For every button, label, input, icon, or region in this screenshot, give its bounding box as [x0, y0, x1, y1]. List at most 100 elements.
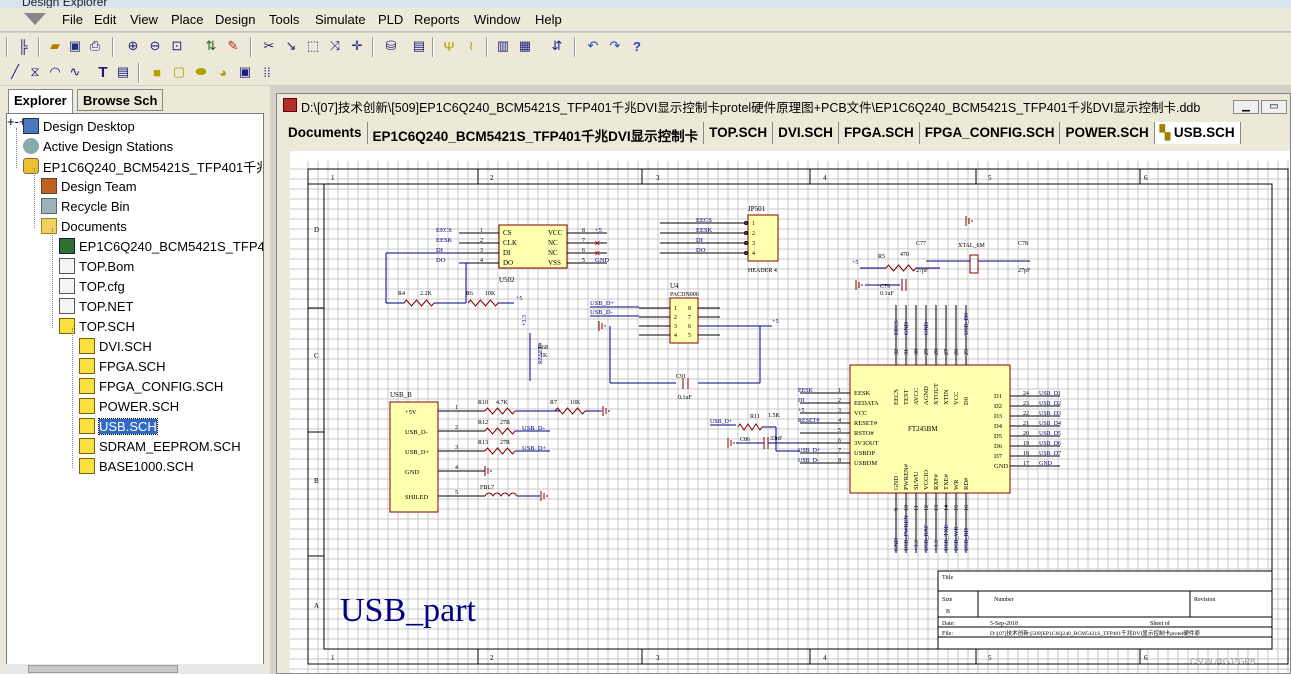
minimize-button[interactable]: ▁ [1233, 100, 1259, 114]
tree-item-active-design-stations[interactable]: Active Design Stations [23, 137, 173, 155]
tree-item-top-sch[interactable]: TOP.SCH [59, 317, 135, 335]
rectangle-tool-icon[interactable]: ■ [153, 64, 161, 80]
help-icon[interactable]: ? [633, 38, 641, 54]
menu-reports[interactable]: Reports [414, 12, 460, 27]
up-down-hierarchy-icon[interactable]: ⇅ [205, 38, 217, 53]
tree-item-top-bom[interactable]: TOP.Bom [59, 257, 134, 275]
schematic-sheet[interactable]: 112233445566DCBACS1EECSCLK2EESKDI3DIDO4D… [290, 151, 1290, 673]
pin-number: 24 [1023, 391, 1029, 397]
pie-tool-icon[interactable]: ◕ [219, 64, 227, 80]
cut-icon[interactable]: ✂ [263, 38, 275, 53]
tree-hscrollbar[interactable] [6, 664, 264, 674]
c91-val: 0.1uF [678, 395, 693, 401]
pin-number: 5 [838, 428, 841, 434]
menu-tools[interactable]: Tools [269, 12, 300, 27]
tab-documents[interactable]: Documents [283, 122, 368, 144]
tab-fpga-sch[interactable]: FPGA.SCH [839, 122, 920, 144]
library-icon[interactable]: ▥ [496, 38, 510, 53]
pin-number: 17 [1023, 461, 1029, 467]
document-title-bar: D:\[07]技术创新\[509]EP1C6Q240_BCM5421S_TFP4… [277, 94, 1290, 118]
pin-number: 20 [1023, 431, 1029, 437]
paste-icon[interactable]: ↘ [285, 38, 297, 53]
expand-icon[interactable]: + [19, 114, 27, 129]
menu-view[interactable]: View [130, 12, 158, 27]
menu-window[interactable]: Window [474, 12, 521, 27]
tree-item-ep1c6q240-bcm5421s-tfp40[interactable]: EP1C6Q240_BCM5421S_TFP40 [59, 237, 263, 255]
sort-icon[interactable]: ⇵ [551, 38, 563, 53]
tree-item-documents[interactable]: Documents [41, 217, 127, 235]
tab-browse-sch[interactable]: Browse Sch [77, 89, 164, 111]
polygon-tool-icon[interactable]: ⧖ [30, 64, 40, 79]
sheet-big-label: USB_part [340, 592, 477, 629]
redo-icon[interactable]: ↷ [609, 38, 621, 53]
tb-file-label: File: [942, 631, 953, 637]
tree-item-fpga-sch[interactable]: FPGA.SCH [79, 357, 165, 375]
expand-icon[interactable]: + [7, 114, 15, 129]
pin-number: 9 [894, 508, 900, 511]
tree-item-sdram-eeprom-sch[interactable]: SDRAM_EEPROM.SCH [79, 437, 241, 455]
image-tool-icon[interactable]: ▣ [238, 64, 252, 79]
tree-item-design-desktop[interactable]: Design Desktop [23, 117, 135, 135]
zoom-in-icon[interactable]: ⊕ [127, 38, 139, 53]
text-frame-icon[interactable]: ▤ [116, 64, 130, 79]
browse-library-icon[interactable]: ⛁ [385, 38, 397, 53]
net-label: +5 [798, 408, 804, 414]
tree-item-design-team[interactable]: Design Team [41, 177, 137, 195]
column-number: 3 [656, 654, 660, 662]
hierarchy-icon[interactable]: ╠ [18, 38, 28, 54]
bezier-tool-icon[interactable]: ∿ [69, 64, 81, 79]
line-tool-icon[interactable]: ╱ [11, 64, 19, 79]
tree-item-base1000-sch[interactable]: BASE1000.SCH [79, 457, 194, 475]
array-tool-icon[interactable]: ⁞⁞ [263, 64, 271, 80]
text-tool-icon[interactable]: T [98, 63, 108, 81]
zoom-fit-icon[interactable]: ⊡ [171, 38, 183, 53]
menu-file[interactable]: File [62, 12, 83, 27]
tab-usb-sch[interactable]: ▚ USB.SCH [1154, 122, 1241, 144]
undo-icon[interactable]: ↶ [587, 38, 599, 53]
menu-design[interactable]: Design [215, 12, 256, 27]
tree-item-label: POWER.SCH [99, 398, 180, 414]
tab-dvi-sch[interactable]: DVI.SCH [773, 122, 839, 144]
ellipse-tool-icon[interactable]: ⬬ [195, 64, 207, 79]
select-area-icon[interactable]: ⬚ [306, 38, 320, 53]
pin-number: 3 [480, 248, 483, 254]
menu-simulate[interactable]: Simulate [315, 12, 366, 27]
deselect-icon[interactable]: ⤨ [329, 38, 341, 53]
tree-item-ep1c6q240-bcm5421s-tfp401-i[interactable]: EP1C6Q240_BCM5421S_TFP401千兆I [23, 157, 263, 175]
net-label: USB_D+ [710, 419, 733, 425]
collapse-icon[interactable]: - [14, 114, 19, 129]
wire-tool-icon[interactable]: Ψ [443, 38, 455, 54]
bus-tool-icon[interactable]: ≀ [468, 38, 474, 53]
round-rectangle-tool-icon[interactable]: ▢ [172, 64, 186, 79]
restore-button[interactable]: ▭ [1261, 100, 1287, 114]
tree-item-dvi-sch[interactable]: DVI.SCH [79, 337, 152, 355]
tree-item-power-sch[interactable]: POWER.SCH [79, 397, 179, 415]
tab-fpga-config-sch[interactable]: FPGA_CONFIG.SCH [920, 122, 1061, 144]
tree-item-fpga-config-sch[interactable]: FPGA_CONFIG.SCH [79, 377, 223, 395]
save-icon[interactable]: ▣ [68, 38, 82, 53]
print-icon[interactable]: ⎙ [89, 38, 101, 53]
c79-val: 0.1uF [880, 291, 895, 297]
tree-item-recycle-bin[interactable]: Recycle Bin [41, 197, 130, 215]
arc-tool-icon[interactable]: ◠ [49, 64, 61, 79]
menu-help[interactable]: Help [535, 12, 562, 27]
menu-pld[interactable]: PLD [378, 12, 404, 27]
app-menu-icon[interactable] [24, 13, 46, 25]
tab-power-sch[interactable]: POWER.SCH [1060, 122, 1155, 144]
tree-item-usb-sch[interactable]: USB.SCH [79, 417, 158, 435]
zoom-out-icon[interactable]: ⊖ [149, 38, 161, 53]
tab-explorer[interactable]: Explorer [8, 89, 73, 113]
probe-icon[interactable]: ✎ [227, 38, 239, 53]
move-icon[interactable]: ✛ [351, 38, 363, 53]
tree-item-top-net[interactable]: TOP.NET [59, 297, 133, 315]
place-part-icon[interactable]: ▤ [412, 38, 426, 53]
menu-place[interactable]: Place [171, 12, 204, 27]
tree-item-top-cfg[interactable]: TOP.cfg [59, 277, 125, 295]
tab-ddb[interactable]: EP1C6Q240_BCM5421S_TFP401千兆DVI显示控制卡 [368, 122, 705, 144]
scroll-thumb[interactable] [28, 665, 178, 673]
tab-top-sch[interactable]: TOP.SCH [704, 122, 774, 144]
open-folder-icon[interactable]: ▰ [50, 38, 60, 53]
edit-library-icon[interactable]: ▦ [518, 38, 532, 53]
menu-edit[interactable]: Edit [94, 12, 117, 27]
